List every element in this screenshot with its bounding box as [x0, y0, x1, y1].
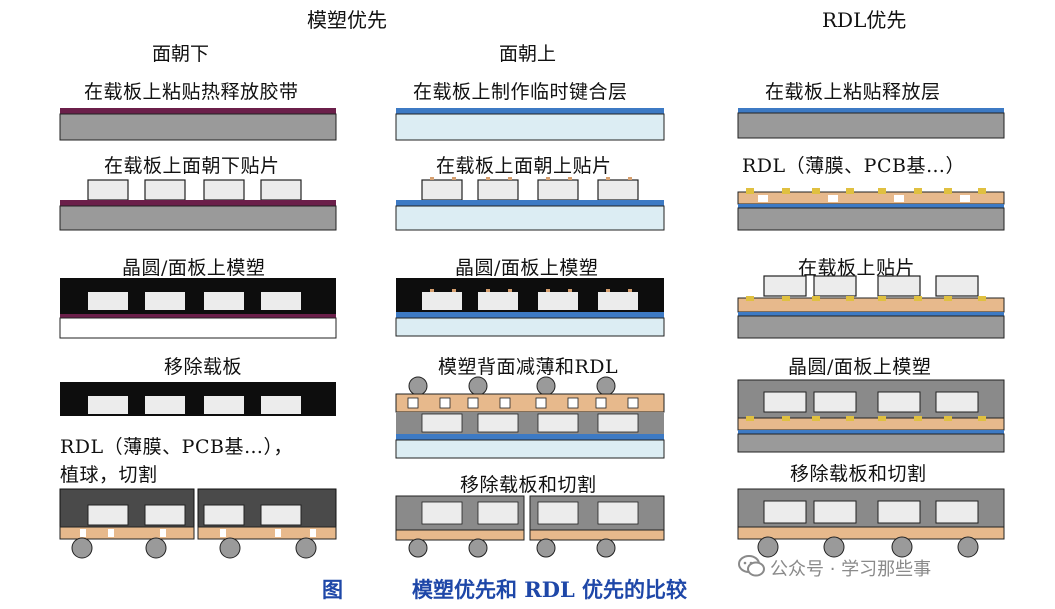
col1-step1-label: 在载板上粘贴热释放胶带: [84, 81, 299, 103]
col1-step1-diagram: [59, 108, 337, 141]
header-rdl-first: RDL优先: [822, 8, 907, 32]
col2-step5-diagram: [395, 495, 665, 558]
col1-step4-label: 移除载板: [164, 356, 243, 378]
header-face-down: 面朝下: [152, 43, 210, 65]
col2-step5-label: 移除载板和切割: [460, 474, 597, 496]
col2-step2-diagram: [395, 177, 665, 231]
col3-step4-label: 晶圆/面板上模塑: [788, 356, 932, 378]
col3-step5-label: 移除载板和切割: [790, 463, 927, 485]
col1-step5-diagram: [59, 488, 337, 559]
col1-step2-label: 在载板上面朝下贴片: [104, 155, 280, 177]
col3-step3-diagram: [737, 275, 1005, 339]
col2-step4-label: 模塑背面减薄和RDL: [438, 356, 619, 378]
wechat-icon: [738, 555, 765, 577]
col1-step3-diagram: [59, 278, 337, 339]
col1-step5-label-b: 植球，切割: [60, 464, 158, 486]
col2-step3-diagram: [395, 278, 665, 337]
watermark-text: 公众号 · 学习那些事: [770, 559, 932, 580]
col1-step5-label-a: RDL（薄膜、PCB基…），: [60, 436, 293, 458]
col2-step3-label: 晶圆/面板上模塑: [455, 257, 599, 279]
header-molding-first: 模塑优先: [307, 8, 387, 32]
col2-step1-diagram: [395, 108, 665, 141]
caption-fig-label: 图: [322, 577, 343, 602]
col3-step3-label: 在载板上贴片: [798, 257, 916, 279]
col1-step4-diagram: [60, 382, 336, 416]
col3-step1-label: 在载板上粘贴释放层: [765, 81, 941, 103]
col3-step1-diagram: [737, 108, 1005, 139]
col2-step1-label: 在载板上制作临时键合层: [413, 81, 628, 103]
col3-step2-label: RDL（薄膜、PCB基…）: [742, 155, 965, 177]
col1-step2-diagram: [59, 179, 337, 231]
caption-title: 模塑优先和 RDL 优先的比较: [412, 577, 688, 602]
col3-step4-diagram: [737, 379, 1005, 453]
col3-step5-diagram: [737, 488, 1005, 558]
col2-step2-label: 在载板上面朝上贴片: [436, 155, 612, 177]
col1-step3-label: 晶圆/面板上模塑: [122, 257, 266, 279]
col2-step4-diagram: [395, 376, 665, 459]
col3-step2-diagram: [737, 188, 1005, 231]
header-face-up: 面朝上: [499, 43, 557, 65]
